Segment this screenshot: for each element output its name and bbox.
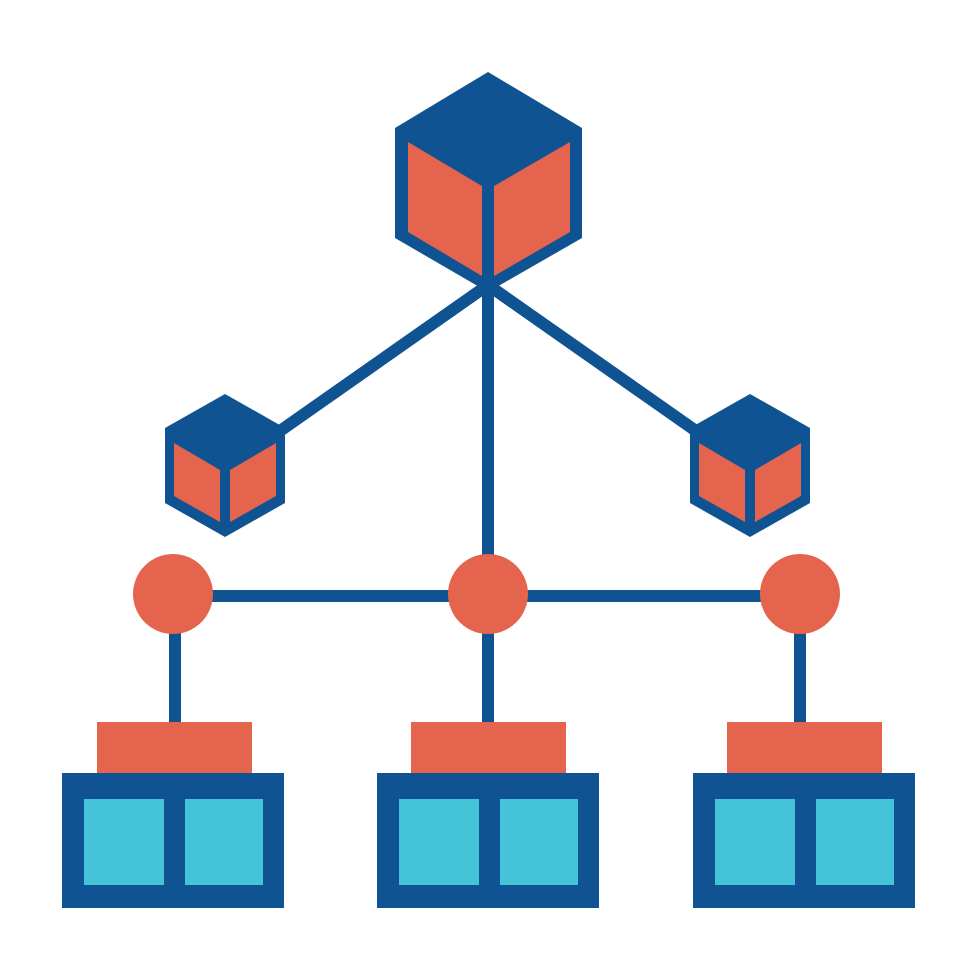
line-top-to-right-cube xyxy=(482,279,712,444)
right-cube-icon xyxy=(690,394,810,537)
right-node-icon xyxy=(760,554,840,634)
center-node-icon xyxy=(448,554,528,634)
line-top-to-left-cube xyxy=(264,279,494,444)
left-server-icon xyxy=(62,722,284,908)
top-cube-icon xyxy=(395,72,582,292)
right-server-icon xyxy=(693,722,915,908)
left-cube-icon xyxy=(165,394,285,537)
center-server-icon xyxy=(377,722,599,908)
left-node-icon xyxy=(133,554,213,634)
